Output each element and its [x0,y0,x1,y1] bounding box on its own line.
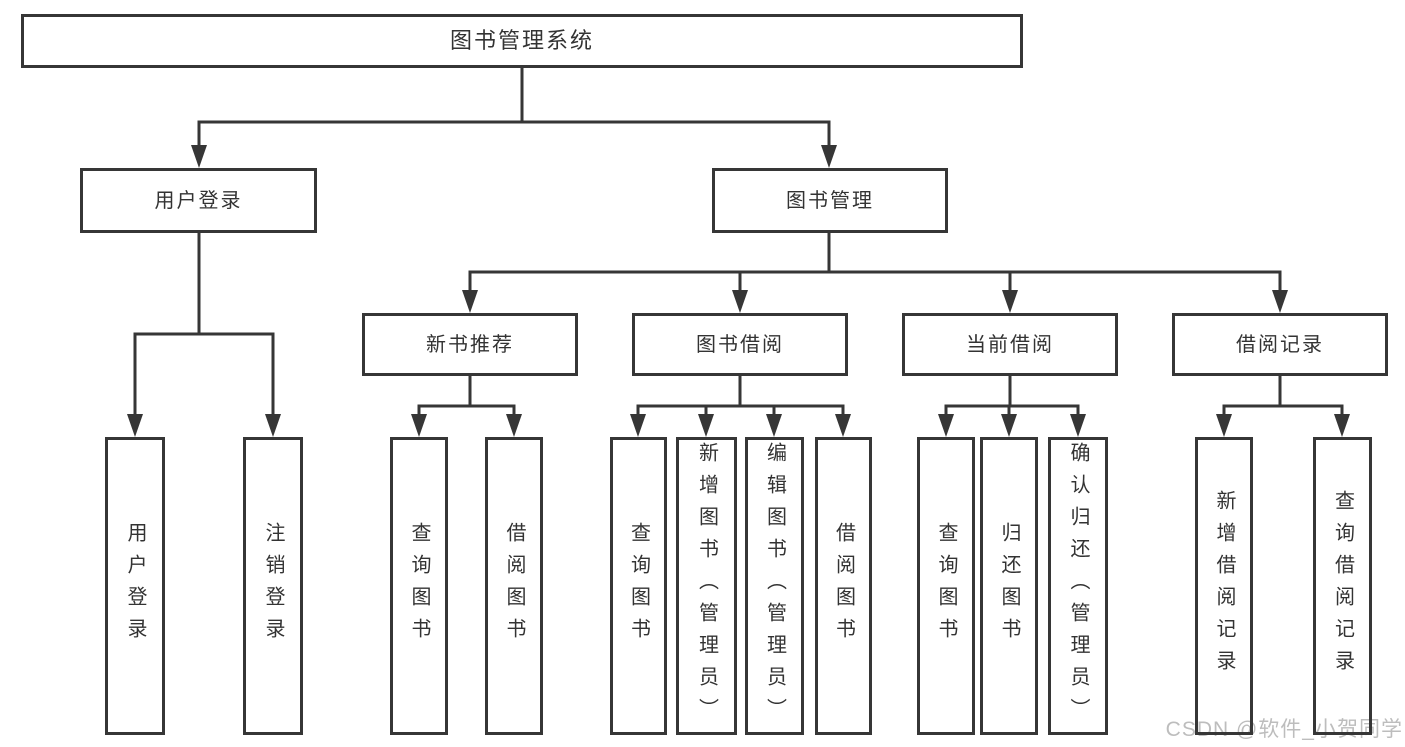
node-leaf-cb-query-book: 查询图书 [917,437,975,735]
arrowhead-icon [1002,290,1018,313]
node-label: 查询借阅记录 [1331,490,1354,682]
arrowhead-icon [462,290,478,313]
node-leaf-br-query-record: 查询借阅记录 [1313,437,1372,735]
node-label: 当前借阅 [966,333,1054,356]
arrowhead-icon [821,145,837,168]
node-leaf-bb-add-book-admin: 新增图书（管理员） [676,437,737,735]
node-label: 查询图书 [408,522,430,650]
arrowhead-icon [127,414,143,437]
node-leaf-user-login: 用户登录 [105,437,165,735]
arrowhead-icon [766,414,782,437]
node-leaf-bb-borrow-book: 借阅图书 [815,437,872,735]
node-label: 新增图书（管理员） [695,442,718,730]
node-label: 借阅图书 [503,522,525,650]
node-label: 图书借阅 [696,333,784,356]
node-book-mgmt: 图书管理 [712,168,948,233]
node-label: 确认归还（管理员） [1067,442,1089,730]
node-root: 图书管理系统 [21,14,1023,68]
csdn-watermark: CSDN @软件_小贺同学 [1165,718,1403,741]
connector-root-to-level2 [191,66,837,168]
arrowhead-icon [732,290,748,313]
arrowhead-icon [1001,414,1017,437]
node-current-borrow: 当前借阅 [902,313,1118,376]
node-new-book-rec: 新书推荐 [362,313,578,376]
node-label: 新增借阅记录 [1213,490,1235,682]
node-leaf-rec-borrow-book: 借阅图书 [485,437,543,735]
node-label: 借阅记录 [1236,333,1324,356]
connector-current-borrow-to-leaves [938,376,1086,437]
node-label: 用户登录 [154,189,243,212]
connector-book-mgmt-to-level3 [462,233,1288,313]
node-leaf-br-add-record: 新增借阅记录 [1195,437,1253,735]
node-label: 借阅图书 [832,522,855,650]
node-leaf-rec-query-book: 查询图书 [390,437,448,735]
node-label: 查询图书 [935,522,957,650]
node-leaf-bb-edit-book-admin: 编辑图书（管理员） [745,437,804,735]
arrowhead-icon [1272,290,1288,313]
node-label: 归还图书 [998,522,1020,650]
arrowhead-icon [411,414,427,437]
node-label: 图书管理 [786,189,874,212]
connector-book-borrow-to-leaves [630,376,851,437]
node-label: 用户登录 [124,522,146,650]
connector-user-login-to-leaves [127,233,281,437]
node-label: 图书管理系统 [449,28,594,53]
arrowhead-icon [630,414,646,437]
node-borrow-records: 借阅记录 [1172,313,1388,376]
arrowhead-icon [1334,414,1350,437]
arrowhead-icon [1216,414,1232,437]
node-leaf-logout: 注销登录 [243,437,303,735]
arrowhead-icon [698,414,714,437]
arrowhead-icon [191,145,207,168]
node-label: 查询图书 [627,522,650,650]
arrowhead-icon [506,414,522,437]
connector-new-book-rec-to-leaves [411,376,522,437]
node-leaf-cb-confirm-return-admin: 确认归还（管理员） [1048,437,1108,735]
arrowhead-icon [938,414,954,437]
node-label: 编辑图书（管理员） [763,442,786,730]
node-leaf-cb-return-book: 归还图书 [980,437,1038,735]
arrowhead-icon [835,414,851,437]
arrowhead-icon [1070,414,1086,437]
node-user-login: 用户登录 [80,168,317,233]
node-leaf-bb-query-book: 查询图书 [610,437,667,735]
arrowhead-icon [265,414,281,437]
node-book-borrow: 图书借阅 [632,313,848,376]
node-label: 注销登录 [262,522,284,650]
node-label: 新书推荐 [426,333,514,356]
connector-borrow-records-to-leaves [1216,376,1350,437]
